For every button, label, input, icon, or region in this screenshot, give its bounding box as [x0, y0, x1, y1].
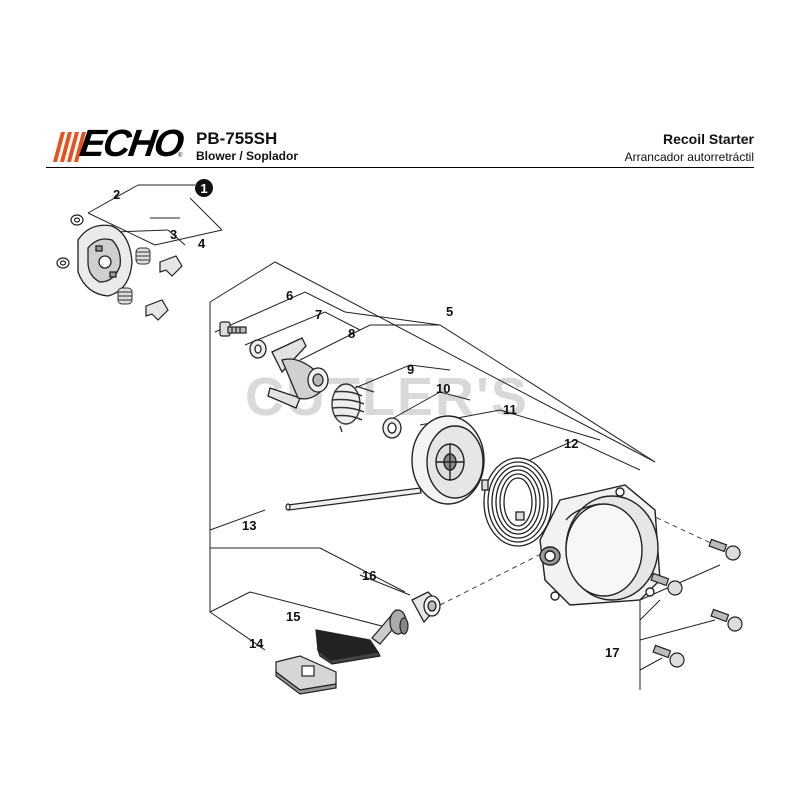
- handle-start-label: START: [337, 643, 364, 656]
- callout-14: 14: [249, 636, 264, 651]
- section-subtitle: Arrancador autorretráctil: [624, 150, 754, 164]
- starter-spring-coil: [331, 383, 375, 433]
- callout-1-badge: [195, 179, 213, 197]
- header-rule: [46, 167, 754, 168]
- center-screw: [219, 321, 247, 337]
- callout-3: 3: [170, 227, 177, 242]
- registered-mark: ®: [178, 153, 183, 159]
- washer-small: [249, 339, 267, 359]
- callout-10: 10: [436, 381, 450, 396]
- echo-logo-stripes: [53, 132, 86, 162]
- case-screw-2: [650, 572, 683, 596]
- callout-1: 1: [200, 181, 207, 196]
- starter-rope: [285, 487, 422, 511]
- case-screw-4: [652, 644, 685, 668]
- callout-6: 6: [286, 288, 293, 303]
- callout-7: 7: [315, 307, 322, 322]
- leader-lines-group-1: [87, 184, 223, 246]
- callout-9: 9: [407, 362, 414, 377]
- product-subtitle: Blower / Soplador: [196, 149, 299, 163]
- callout-4: 4: [198, 236, 206, 251]
- case-screw-3: [710, 608, 743, 632]
- washer-medium: [382, 417, 402, 439]
- callout-11: 11: [503, 402, 517, 417]
- callout-16: 16: [362, 568, 376, 583]
- callout-15: 15: [286, 609, 300, 624]
- rope-reel: [411, 415, 485, 505]
- case-screw-1: [708, 538, 741, 561]
- pawl-lower: [145, 299, 169, 321]
- section-title: Recoil Starter: [662, 131, 754, 147]
- ratchet-spring-lower: [117, 287, 133, 305]
- ratchet-guide: [267, 337, 329, 409]
- ratchet-housing: [77, 224, 133, 297]
- callout-13: 13: [242, 518, 256, 533]
- model-number: PB-755SH: [196, 129, 278, 148]
- rope-bushing: [411, 591, 441, 624]
- starter-handle: START: [315, 609, 409, 665]
- callout-5: 5: [446, 304, 453, 319]
- handle-insert: [275, 655, 337, 695]
- circlip-lower: [56, 257, 70, 269]
- callout-8: 8: [348, 326, 355, 341]
- recoil-spring-flat: [481, 457, 553, 547]
- page-header: ECHO ® PB-755SH Blower / Soplador Recoil…: [0, 0, 800, 175]
- callout-2: 2: [113, 187, 120, 202]
- starter-case: [539, 484, 661, 606]
- callout-12: 12: [564, 436, 578, 451]
- pawl-upper: [159, 255, 183, 277]
- ratchet-spring-upper: [135, 247, 151, 265]
- circlip-upper: [70, 214, 84, 226]
- callout-17: 17: [605, 645, 619, 660]
